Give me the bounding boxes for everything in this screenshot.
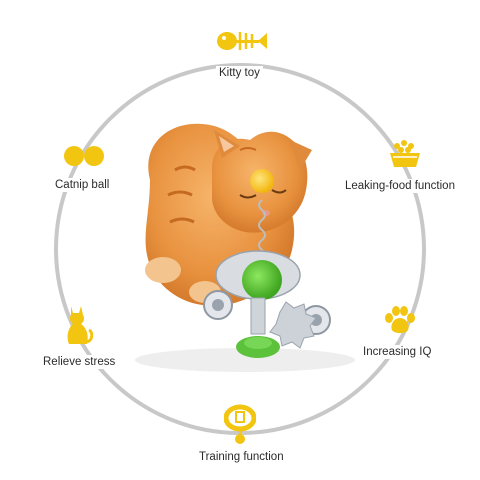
toy-yellow-ball — [250, 169, 274, 193]
food-bowl-icon — [390, 140, 420, 167]
feature-label-increasing-iq: Increasing IQ — [360, 345, 435, 359]
feature-label-leaking-food: Leaking-food function — [342, 179, 458, 193]
toy-stem — [250, 297, 266, 335]
photo-shadow — [135, 348, 355, 372]
toy-green-ball — [242, 260, 282, 300]
catnip-balls-icon — [64, 146, 104, 166]
paw-print-icon — [385, 306, 415, 333]
feature-label-catnip-ball: Catnip ball — [52, 178, 113, 192]
feature-label-relieve-stress: Relieve stress — [40, 355, 119, 369]
kitten-paw-left — [145, 257, 181, 283]
kitten-ear-right — [290, 140, 312, 170]
toy-spring — [258, 199, 266, 261]
toy-gear — [269, 301, 317, 349]
fish-bone-icon — [217, 32, 267, 50]
sitting-cat-icon — [67, 306, 93, 344]
feature-label-training: Training function — [196, 450, 287, 464]
cat-collar-icon — [224, 404, 256, 444]
feature-label-kitty-toy: Kitty toy — [216, 66, 263, 80]
